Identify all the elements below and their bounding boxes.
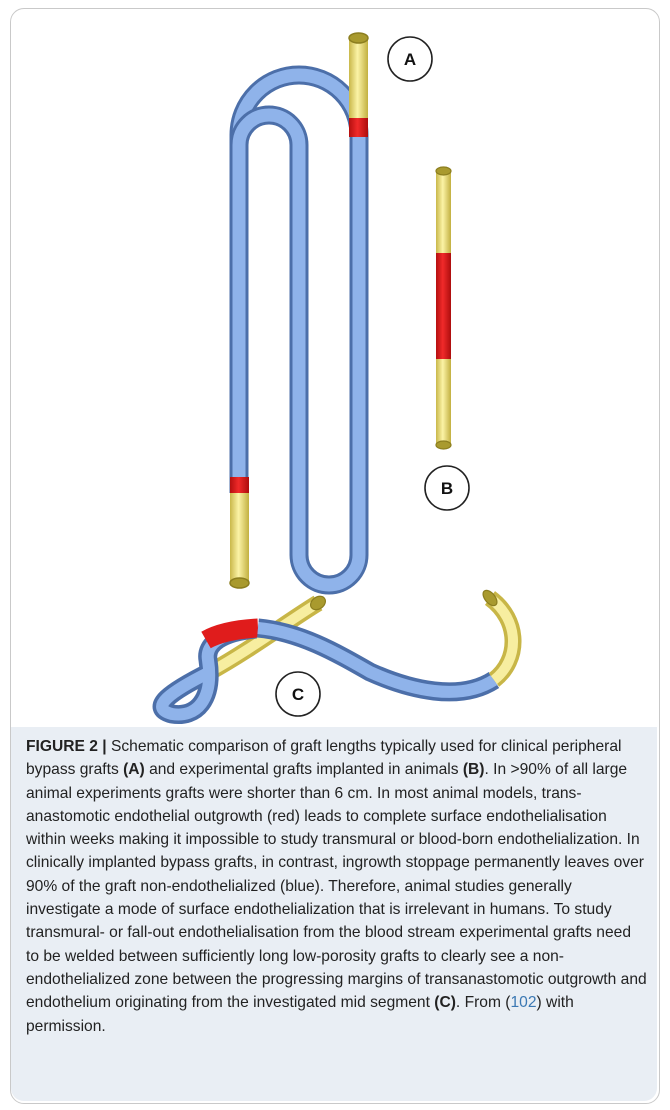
graft-b-red-segment bbox=[436, 253, 451, 359]
label-c-circle: C bbox=[276, 672, 320, 716]
graft-a-upper-red-band bbox=[349, 118, 368, 137]
graft-a-lower-yellow-end bbox=[230, 493, 249, 583]
caption-heading: FIGURE 2 | bbox=[26, 738, 107, 755]
caption-ref-a: (A) bbox=[123, 761, 145, 778]
graft-a-upper-yellow-end bbox=[349, 38, 368, 118]
graft-a-lower-opening bbox=[230, 578, 249, 588]
label-b: B bbox=[441, 479, 453, 498]
graft-a-blue-loop-highlight bbox=[239, 115, 359, 585]
graft-b-upper-yellow bbox=[436, 171, 451, 253]
graft-b bbox=[436, 167, 451, 449]
graft-a-upper-opening bbox=[349, 33, 368, 43]
graft-a-lower-red-band bbox=[230, 477, 249, 493]
caption-ref-b: (B) bbox=[463, 761, 485, 778]
graft-c bbox=[162, 588, 513, 715]
graft-b-upper-opening bbox=[436, 167, 451, 175]
caption-text-4: . From ( bbox=[456, 994, 511, 1011]
graft-a bbox=[230, 33, 368, 588]
figure-caption: FIGURE 2 | Schematic comparison of graft… bbox=[26, 735, 648, 1038]
graft-b-lower-yellow bbox=[436, 359, 451, 445]
caption-text-2: and experimental grafts implanted in ani… bbox=[145, 761, 463, 778]
graft-b-lower-opening bbox=[436, 441, 451, 449]
caption-ref-c: (C) bbox=[434, 994, 456, 1011]
label-a-circle: A bbox=[388, 37, 432, 81]
label-b-circle: B bbox=[425, 466, 469, 510]
label-a: A bbox=[404, 50, 416, 69]
label-c: C bbox=[292, 685, 304, 704]
citation-link[interactable]: 102 bbox=[511, 994, 537, 1011]
caption-text-3: . In >90% of all large animal experiment… bbox=[26, 761, 647, 1011]
